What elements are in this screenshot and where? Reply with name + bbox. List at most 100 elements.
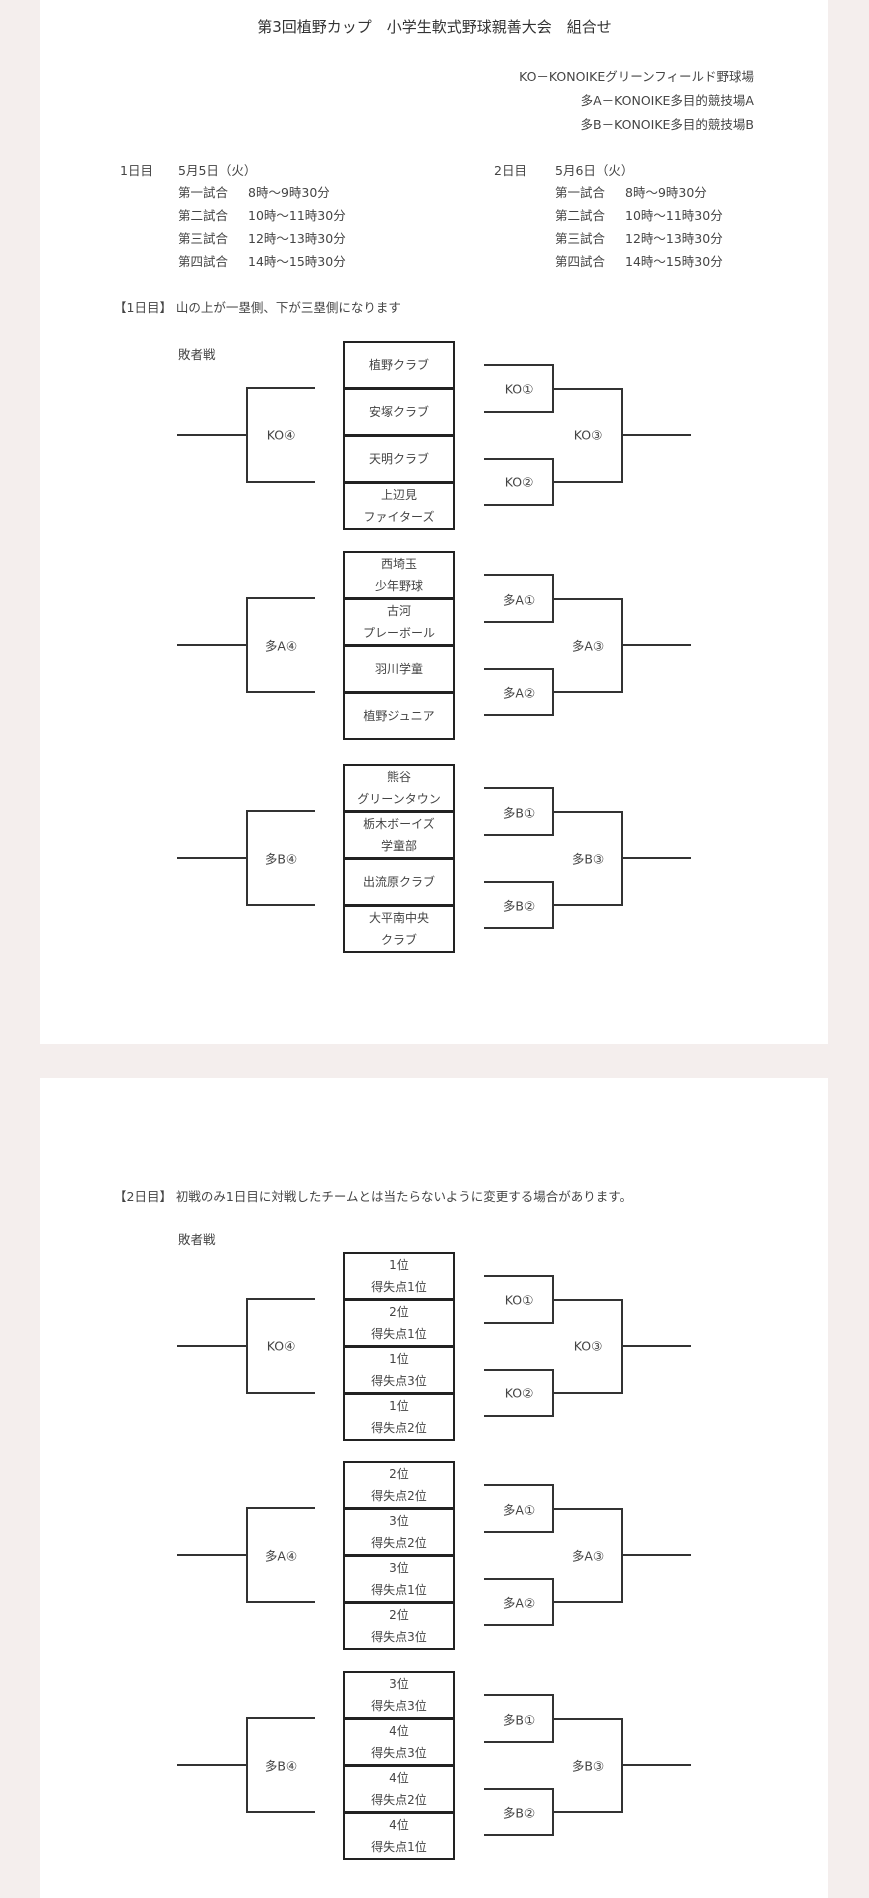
bracket-line [484,1484,553,1486]
team-name-line: 羽川学童 [374,662,423,676]
team-box: 熊谷グリーンタウン [343,764,455,812]
game-time: 10時～11時30分 [625,208,723,223]
bracket-line [622,1554,691,1556]
game-label: 多B② [502,1805,536,1821]
bracket-line [246,597,315,599]
game-time: 14時～15時30分 [625,254,723,269]
game-time: 10時～11時30分 [248,208,346,223]
game-name: 第二試合 [555,208,606,223]
bracket-line [553,388,622,390]
team-name-line: 栃木ボーイズ [363,817,435,831]
team-box: 大平南中央クラブ [343,905,455,953]
bracket-line [553,1299,622,1301]
bracket-line [553,598,622,600]
bracket-line [246,1811,315,1813]
game-label: 多A② [502,685,536,701]
day2-note: 【2日目】 初戦のみ1日目に対戦したチームとは当たらないように変更する場合があり… [114,1189,633,1204]
team-name-line: 上辺見 [380,488,417,502]
bracket-line [553,1718,622,1720]
bracket-line [246,1717,248,1811]
team-name-line: 得失点2位 [371,1793,427,1807]
bracket-line [246,1298,248,1392]
team-box: 2位得失点1位 [343,1299,455,1347]
day-date: 5月5日（火） [178,163,257,178]
bracket-line [484,881,553,883]
game-label: 多B③ [571,851,605,867]
game-label: KO② [504,1385,534,1401]
bracket-line [484,714,553,716]
bracket-line [177,1554,247,1556]
document-title: 第3回植野カップ 小学生軟式野球親善大会 組合せ [257,18,612,36]
game-label: KO① [504,381,534,396]
bracket-line [246,1601,315,1603]
day-label: 1日目 [120,163,153,178]
team-box: 上辺見ファイターズ [343,482,455,530]
game-time: 8時～9時30分 [625,185,707,200]
game-name: 第四試合 [555,254,606,269]
team-name-line: 得失点2位 [371,1489,427,1503]
day2-consolation-label: 敗者戦 [178,1232,216,1247]
team-box: 西埼玉少年野球 [343,551,455,599]
game-label: KO④ [266,427,296,443]
bracket-line [622,434,691,436]
team-name-line: 植野ジュニア [363,709,435,723]
team-name-line: 得失点1位 [371,1583,427,1597]
team-name-line: プレーボール [362,626,435,640]
game-time: 14時～15時30分 [248,254,346,269]
bracket-line [246,810,315,812]
bracket-line [246,597,248,691]
team-name-line: 植野クラブ [368,358,429,372]
game-label: KO③ [573,1338,603,1354]
venue-b: 多B－KONOIKE多目的競技場B [580,117,754,132]
bracket-line [553,904,622,906]
team-name-line: 3位 [389,1561,409,1575]
day-date: 5月6日（火） [555,163,634,178]
game-label: KO② [504,474,534,490]
game-label: 多B② [502,898,536,914]
team-box: 安塚クラブ [343,388,455,436]
bracket-line [484,621,553,623]
bracket-line [484,574,553,576]
bracket-line [177,857,247,859]
bracket-line [246,1392,315,1394]
bracket-line [177,644,247,646]
team-box: 1位得失点3位 [343,1346,455,1394]
bracket-line [484,927,553,929]
bracket-line [177,1345,247,1347]
bracket-line [246,481,315,483]
game-name: 第一試合 [555,185,606,200]
team-box: 天明クラブ [343,435,455,483]
game-label: 多B① [502,1712,536,1727]
game-label: KO① [504,1292,534,1307]
team-name-line: 1位 [389,1258,409,1272]
bracket-line [484,1624,553,1626]
team-name-line: 得失点2位 [371,1536,427,1550]
game-name: 第三試合 [555,231,606,246]
bracket-line [484,1275,553,1277]
game-name: 第一試合 [178,185,229,200]
team-box: 3位得失点3位 [343,1671,455,1719]
bracket-line [553,1508,622,1510]
bracket-line [553,481,622,483]
team-name-line: 3位 [389,1514,409,1528]
bracket-line [553,1392,622,1394]
team-box: 2位得失点2位 [343,1461,455,1509]
bracket-line [553,811,622,813]
team-box: 古河プレーボール [343,598,455,646]
team-name-line: 4位 [389,1818,409,1832]
bracket-line [177,434,247,436]
bracket-line [246,810,248,904]
bracket-line [484,1531,553,1533]
team-name-line: 4位 [389,1724,409,1738]
team-box: 出流原クラブ [343,858,455,906]
team-box: 1位得失点1位 [343,1252,455,1300]
bracket-line [622,644,691,646]
bracket-line [484,1834,553,1836]
day1-consolation-label: 敗者戦 [178,347,216,362]
game-label: 多A① [502,1502,536,1517]
team-name-line: 1位 [389,1352,409,1366]
team-name-line: 大平南中央 [368,911,429,925]
bracket-line [484,1369,553,1371]
bracket-line [246,387,315,389]
team-box: 4位得失点3位 [343,1718,455,1766]
